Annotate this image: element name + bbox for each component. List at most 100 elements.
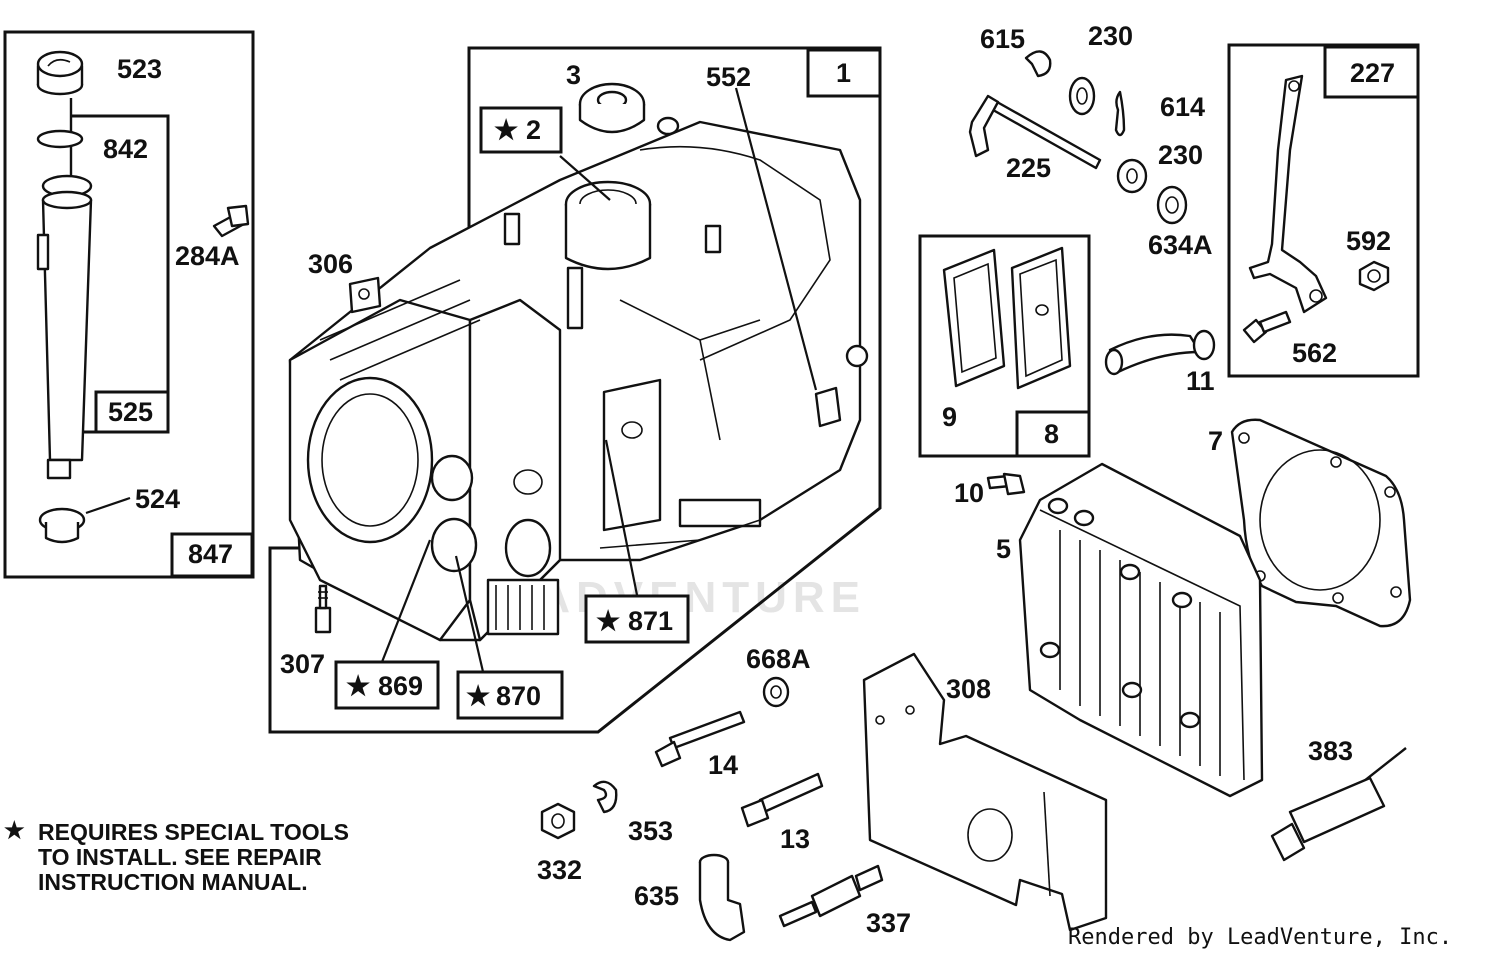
label-230-lower: 230 bbox=[1158, 140, 1203, 170]
box-847 bbox=[170, 532, 254, 578]
box-869 bbox=[334, 660, 440, 710]
label-871: 871 bbox=[628, 606, 673, 636]
breather-cover[interactable] bbox=[1010, 246, 1072, 390]
nut-332[interactable] bbox=[540, 802, 576, 840]
ignition-wire-383[interactable] bbox=[1270, 747, 1407, 862]
leader-869 bbox=[380, 539, 432, 663]
oil-seal-3[interactable] bbox=[578, 82, 646, 134]
governor-lever[interactable] bbox=[1248, 74, 1328, 314]
star-871: ★ bbox=[596, 606, 620, 636]
breather-group-frame bbox=[918, 234, 1091, 458]
block-group-frame bbox=[268, 46, 882, 734]
seal-668a[interactable] bbox=[762, 676, 790, 708]
dipstick-tube[interactable] bbox=[36, 174, 93, 480]
tube-seal-524[interactable] bbox=[38, 507, 86, 544]
o-ring-842[interactable] bbox=[36, 129, 84, 149]
screw-284a[interactable] bbox=[212, 204, 250, 238]
label-9: 9 bbox=[942, 402, 957, 432]
label-552: 552 bbox=[706, 62, 751, 92]
bolt-307[interactable] bbox=[314, 584, 332, 634]
credit-text: Rendered by LeadVenture, Inc. bbox=[1068, 925, 1452, 950]
breather-tube-11[interactable] bbox=[1104, 329, 1216, 376]
bolt-562[interactable] bbox=[1242, 310, 1292, 344]
leader-870 bbox=[454, 555, 486, 677]
star-2: ★ bbox=[494, 115, 518, 145]
label-615: 615 bbox=[980, 24, 1025, 54]
cylinder-head-5[interactable] bbox=[1018, 462, 1264, 798]
label-635: 635 bbox=[634, 881, 679, 911]
label-10: 10 bbox=[954, 478, 984, 508]
note-line-3: INSTRUCTION MANUAL. bbox=[38, 869, 308, 895]
washer-230-lower[interactable] bbox=[1116, 158, 1148, 194]
label-332: 332 bbox=[537, 855, 582, 885]
breather-tab-306[interactable] bbox=[348, 276, 382, 314]
clip-615[interactable] bbox=[1024, 50, 1052, 78]
label-307: 307 bbox=[280, 649, 325, 679]
stud-14[interactable] bbox=[654, 710, 746, 768]
label-592: 592 bbox=[1346, 226, 1391, 256]
washer-230-top[interactable] bbox=[1068, 76, 1096, 116]
label-308: 308 bbox=[946, 674, 991, 704]
dipstick-group-frame bbox=[3, 30, 255, 579]
bolt-10[interactable] bbox=[986, 472, 1026, 496]
box-870 bbox=[456, 670, 564, 720]
label-7: 7 bbox=[1208, 426, 1223, 456]
label-634a: 634A bbox=[1148, 230, 1213, 260]
label-847: 847 bbox=[188, 539, 233, 569]
note-line-2: TO INSTALL. SEE REPAIR bbox=[38, 844, 322, 870]
breather-gasket-9[interactable] bbox=[942, 248, 1006, 388]
box-871 bbox=[584, 594, 690, 644]
label-14: 14 bbox=[708, 750, 738, 780]
label-869: 869 bbox=[378, 671, 423, 701]
label-562: 562 bbox=[1292, 338, 1337, 368]
label-3: 3 bbox=[566, 60, 581, 90]
label-353: 353 bbox=[628, 816, 673, 846]
label-525: 525 bbox=[108, 397, 153, 427]
box-1 bbox=[806, 48, 882, 98]
label-870: 870 bbox=[496, 681, 541, 711]
label-842: 842 bbox=[103, 134, 148, 164]
dipstick-cap[interactable] bbox=[36, 50, 84, 96]
hairpin-614[interactable] bbox=[1114, 90, 1126, 137]
leader-2 bbox=[559, 155, 611, 201]
note-line-1: REQUIRES SPECIAL TOOLS bbox=[38, 819, 349, 845]
label-230-top: 230 bbox=[1088, 21, 1133, 51]
leader-552 bbox=[734, 87, 818, 391]
label-306: 306 bbox=[308, 249, 353, 279]
label-13: 13 bbox=[780, 824, 810, 854]
seal-634a[interactable] bbox=[1156, 185, 1188, 225]
label-8: 8 bbox=[1044, 419, 1059, 449]
label-11: 11 bbox=[1186, 366, 1215, 396]
nut-592[interactable] bbox=[1358, 260, 1390, 292]
label-1: 1 bbox=[836, 58, 851, 88]
box-525 bbox=[94, 390, 170, 434]
star-869: ★ bbox=[346, 671, 370, 701]
label-225: 225 bbox=[1006, 153, 1051, 183]
label-524: 524 bbox=[135, 484, 180, 514]
box-8 bbox=[1015, 410, 1091, 458]
label-284a: 284A bbox=[175, 241, 240, 271]
governor-lever-frame bbox=[1227, 43, 1420, 378]
spark-plug-337[interactable] bbox=[778, 864, 884, 928]
governor-shaft-225[interactable] bbox=[968, 94, 1102, 170]
cylinder-block[interactable] bbox=[288, 116, 869, 642]
shield-308[interactable] bbox=[862, 652, 1108, 932]
leader-871 bbox=[604, 439, 640, 601]
spark-plug-boot-635[interactable] bbox=[698, 853, 746, 942]
label-5: 5 bbox=[996, 534, 1011, 564]
label-383: 383 bbox=[1308, 736, 1353, 766]
lockwasher-353[interactable] bbox=[592, 780, 618, 814]
label-668a: 668A bbox=[746, 644, 811, 674]
leader-524 bbox=[85, 496, 131, 515]
box-2 bbox=[479, 106, 563, 154]
label-523: 523 bbox=[117, 54, 162, 84]
star-870: ★ bbox=[466, 681, 490, 711]
label-614: 614 bbox=[1160, 92, 1205, 122]
label-2: 2 bbox=[526, 115, 541, 145]
label-227: 227 bbox=[1350, 58, 1395, 88]
note-star: ★ bbox=[4, 817, 25, 843]
box-227 bbox=[1323, 45, 1420, 99]
stud-13[interactable] bbox=[740, 772, 824, 828]
